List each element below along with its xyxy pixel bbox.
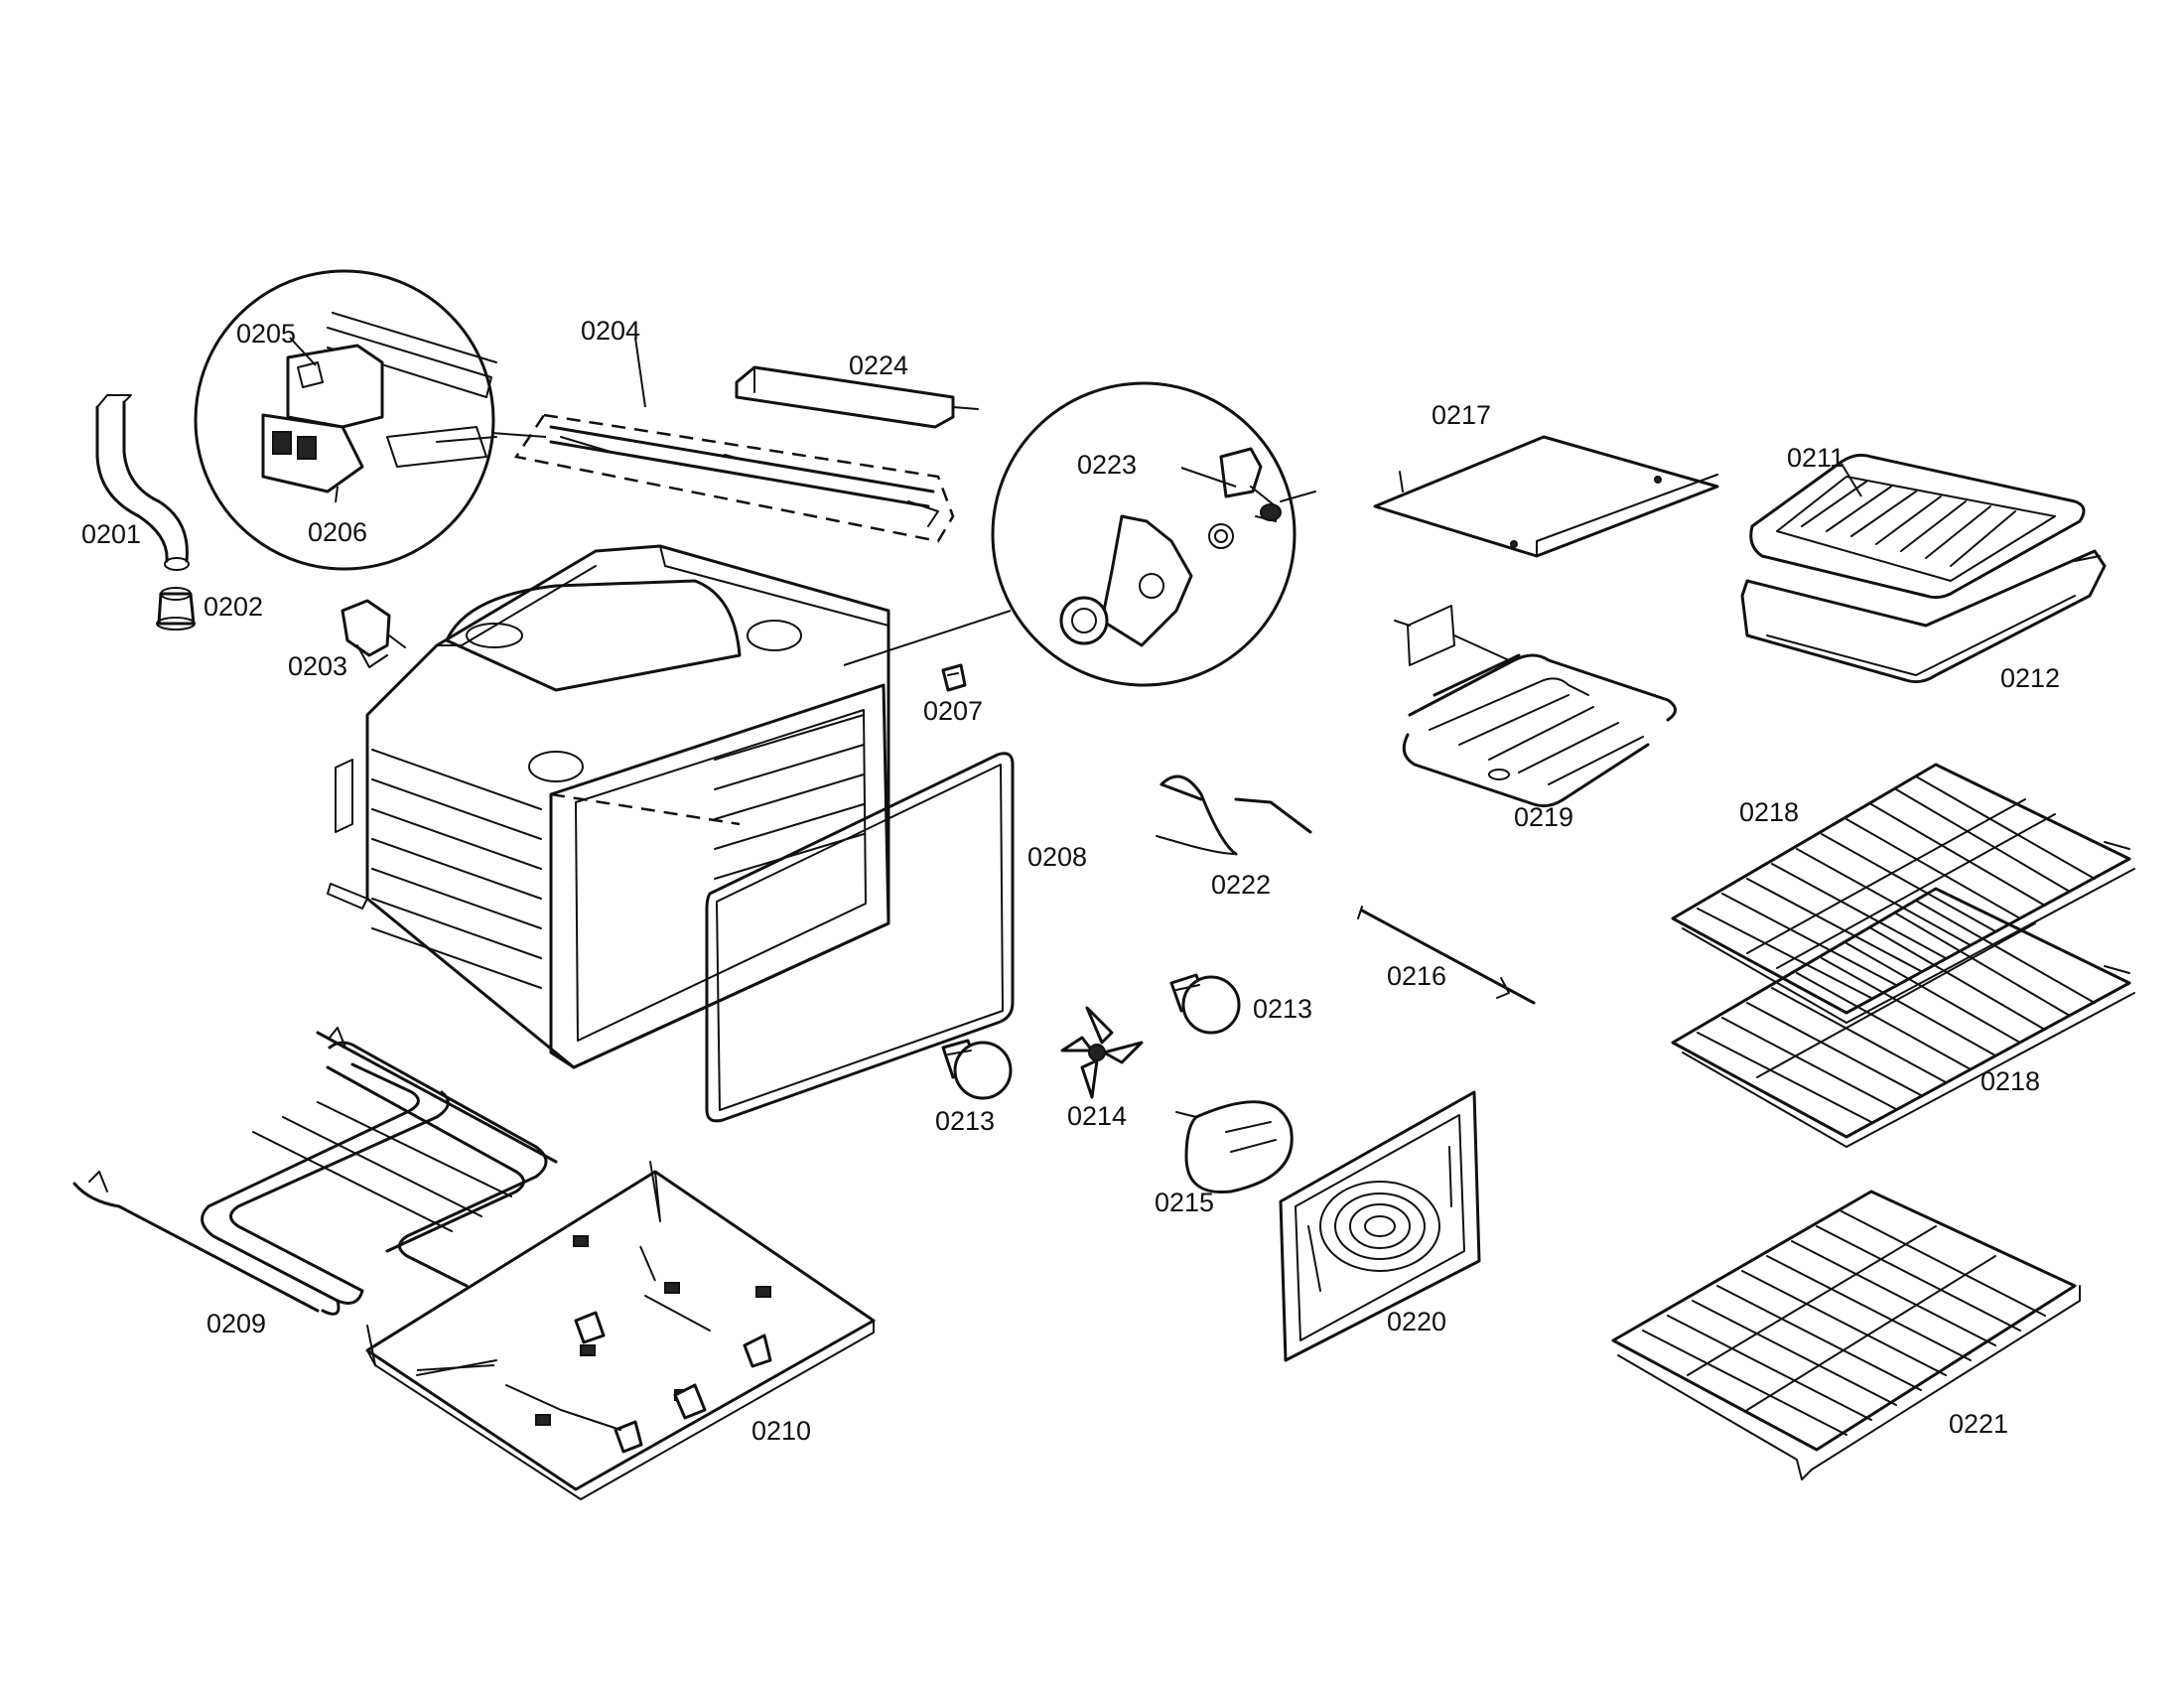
label-0221: 0221	[1949, 1409, 2008, 1439]
label-0220: 0220	[1387, 1307, 1446, 1336]
part-0224-shield	[735, 365, 979, 429]
part-0202-plug	[156, 587, 196, 631]
label-0213-right: 0213	[1253, 994, 1312, 1024]
part-0219-broil-element	[1394, 605, 1677, 808]
part-0204-wire-channel	[513, 337, 955, 543]
label-0212: 0212	[2000, 663, 2060, 693]
part-0212-broil-pan	[1740, 549, 2107, 684]
label-0208: 0208	[1027, 842, 1087, 872]
part-0214-fan-blade	[1060, 1006, 1144, 1099]
part-0213-lamp-left	[941, 1039, 1013, 1100]
label-0201: 0201	[81, 519, 141, 549]
label-0215: 0215	[1155, 1188, 1214, 1217]
part-0221-slide-rack	[1611, 1190, 2081, 1480]
label-0216: 0216	[1387, 961, 1446, 991]
label-0214: 0214	[1067, 1101, 1127, 1131]
label-0202: 0202	[204, 592, 263, 622]
label-0204: 0204	[581, 316, 640, 346]
label-0218-upper: 0218	[1739, 797, 1799, 827]
part-labels: 0201 0202 0203 0204 0205 0206 0207 0208 …	[81, 316, 2060, 1446]
part-0208-door-gasket	[705, 752, 1015, 1123]
label-0222: 0222	[1211, 870, 1271, 900]
part-0218-oven-rack-upper	[1671, 763, 2135, 1024]
part-0217-shield-plate	[1373, 435, 1719, 558]
label-0211: 0211	[1787, 443, 1844, 473]
label-0217: 0217	[1432, 400, 1491, 430]
part-0222-temperature-probe	[1156, 774, 1312, 856]
part-0207-screw	[941, 663, 967, 692]
label-0206: 0206	[308, 517, 367, 547]
label-0210: 0210	[751, 1416, 811, 1446]
part-0218-oven-rack-lower	[1671, 887, 2135, 1148]
detail-circle-sensor	[991, 381, 1316, 687]
label-0213-left: 0213	[935, 1106, 995, 1136]
label-0209: 0209	[206, 1309, 266, 1338]
label-0223: 0223	[1077, 450, 1137, 480]
part-0210-bottom-panel	[365, 1161, 876, 1500]
label-0207: 0207	[923, 696, 983, 726]
part-0203-clip	[341, 599, 406, 668]
part-0201-hose	[95, 394, 190, 571]
label-0218-lower: 0218	[1980, 1066, 2040, 1096]
label-0203: 0203	[288, 651, 347, 681]
label-0224: 0224	[849, 351, 908, 380]
part-0220-fan-cover	[1279, 1090, 1481, 1362]
label-0205: 0205	[236, 319, 296, 349]
part-0213-lamp-right	[1169, 973, 1241, 1035]
oven-cavity	[327, 544, 1012, 1069]
part-0216-sensor-rod	[1357, 906, 1536, 1005]
part-0209-bake-element	[72, 1027, 558, 1316]
detail-circle-switch	[194, 269, 547, 571]
part-0211-broil-grid	[1749, 453, 2086, 600]
label-0219: 0219	[1514, 802, 1573, 832]
part-0215-convection-element	[1175, 1100, 1294, 1194]
